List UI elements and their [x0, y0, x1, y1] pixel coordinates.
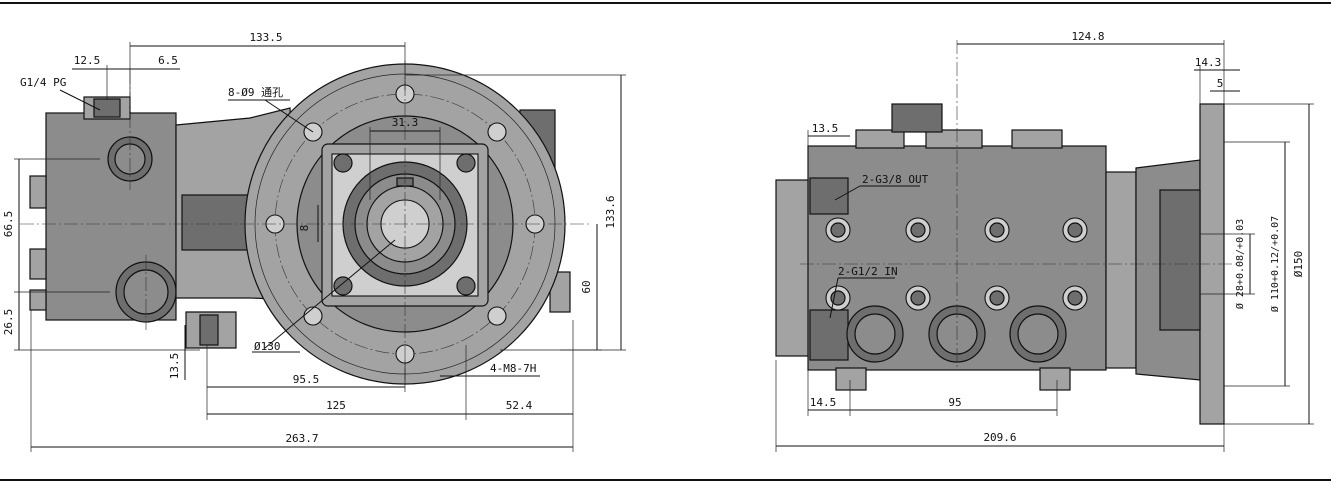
- top-plug-3: [1011, 129, 1063, 149]
- dim-124-8: 124.8: [1071, 30, 1104, 43]
- dim-133-6: 133.6: [604, 195, 617, 228]
- dim-phi-110: Ø 110+0.12/+0.07: [1269, 216, 1281, 312]
- label-g38-out: 2-G3/8 OUT: [862, 173, 929, 186]
- top-plug-1: [855, 129, 905, 149]
- dim-133-5: 133.5: [249, 31, 282, 44]
- dim-phi-28: Ø 28+0.08/+0.03: [1234, 219, 1246, 309]
- dim-5: 5: [1217, 77, 1224, 90]
- dim-95: 95: [948, 396, 961, 409]
- dim-phi-130: Ø130: [254, 340, 281, 353]
- gearbox-neck: [1105, 171, 1137, 369]
- dim-14-3: 14.3: [1195, 56, 1222, 69]
- top-plug-2: [925, 129, 983, 149]
- label-g12-in: 2-G1/2 IN: [838, 265, 898, 278]
- foot-left: [835, 367, 867, 391]
- left-dimensions: [14, 42, 626, 452]
- dim-6-5: 6.5: [158, 54, 178, 67]
- label-4-m8-7h: 4-M8-7H: [490, 362, 536, 375]
- right-view: 124.8 14.3 5 13.5 2-G3/8 OUT 2-G1/2 IN 1…: [775, 30, 1314, 452]
- dim-95-5: 95.5: [293, 373, 320, 386]
- oil-cap: [891, 103, 943, 133]
- dim-60: 60: [580, 280, 593, 293]
- side-boss-top: [29, 175, 47, 209]
- dim-13-5-right: 13.5: [812, 122, 839, 135]
- label-g14-pg: G1/4 PG: [20, 76, 66, 89]
- cover-bolts: [825, 217, 1088, 311]
- dim-209-6: 209.6: [983, 431, 1016, 444]
- right-dimensions: [775, 40, 1314, 452]
- dim-phi-150: Ø150: [1292, 251, 1305, 278]
- in-port: [809, 309, 849, 361]
- dim-26-5: 26.5: [2, 309, 15, 336]
- dim-52-4: 52.4: [506, 399, 533, 412]
- side-boss-low: [29, 289, 47, 311]
- left-view: 133.5 12.5 6.5 G1/4 PG 8-Ø9 通孔 31.3 8 66…: [2, 31, 626, 452]
- foot-right: [1039, 367, 1071, 391]
- side-boss-mid: [29, 248, 47, 280]
- dim-13-5: 13.5: [168, 353, 181, 380]
- end-cap: [775, 179, 811, 357]
- dim-14-5: 14.5: [810, 396, 837, 409]
- dim-66-5: 66.5: [2, 211, 15, 238]
- dim-8: 8: [298, 225, 311, 232]
- dim-125: 125: [326, 399, 346, 412]
- label-bolt-holes: 8-Ø9 通孔: [228, 86, 283, 99]
- dim-12-5: 12.5: [74, 54, 101, 67]
- dim-31-3: 31.3: [392, 116, 419, 129]
- dim-263-7: 263.7: [285, 432, 318, 445]
